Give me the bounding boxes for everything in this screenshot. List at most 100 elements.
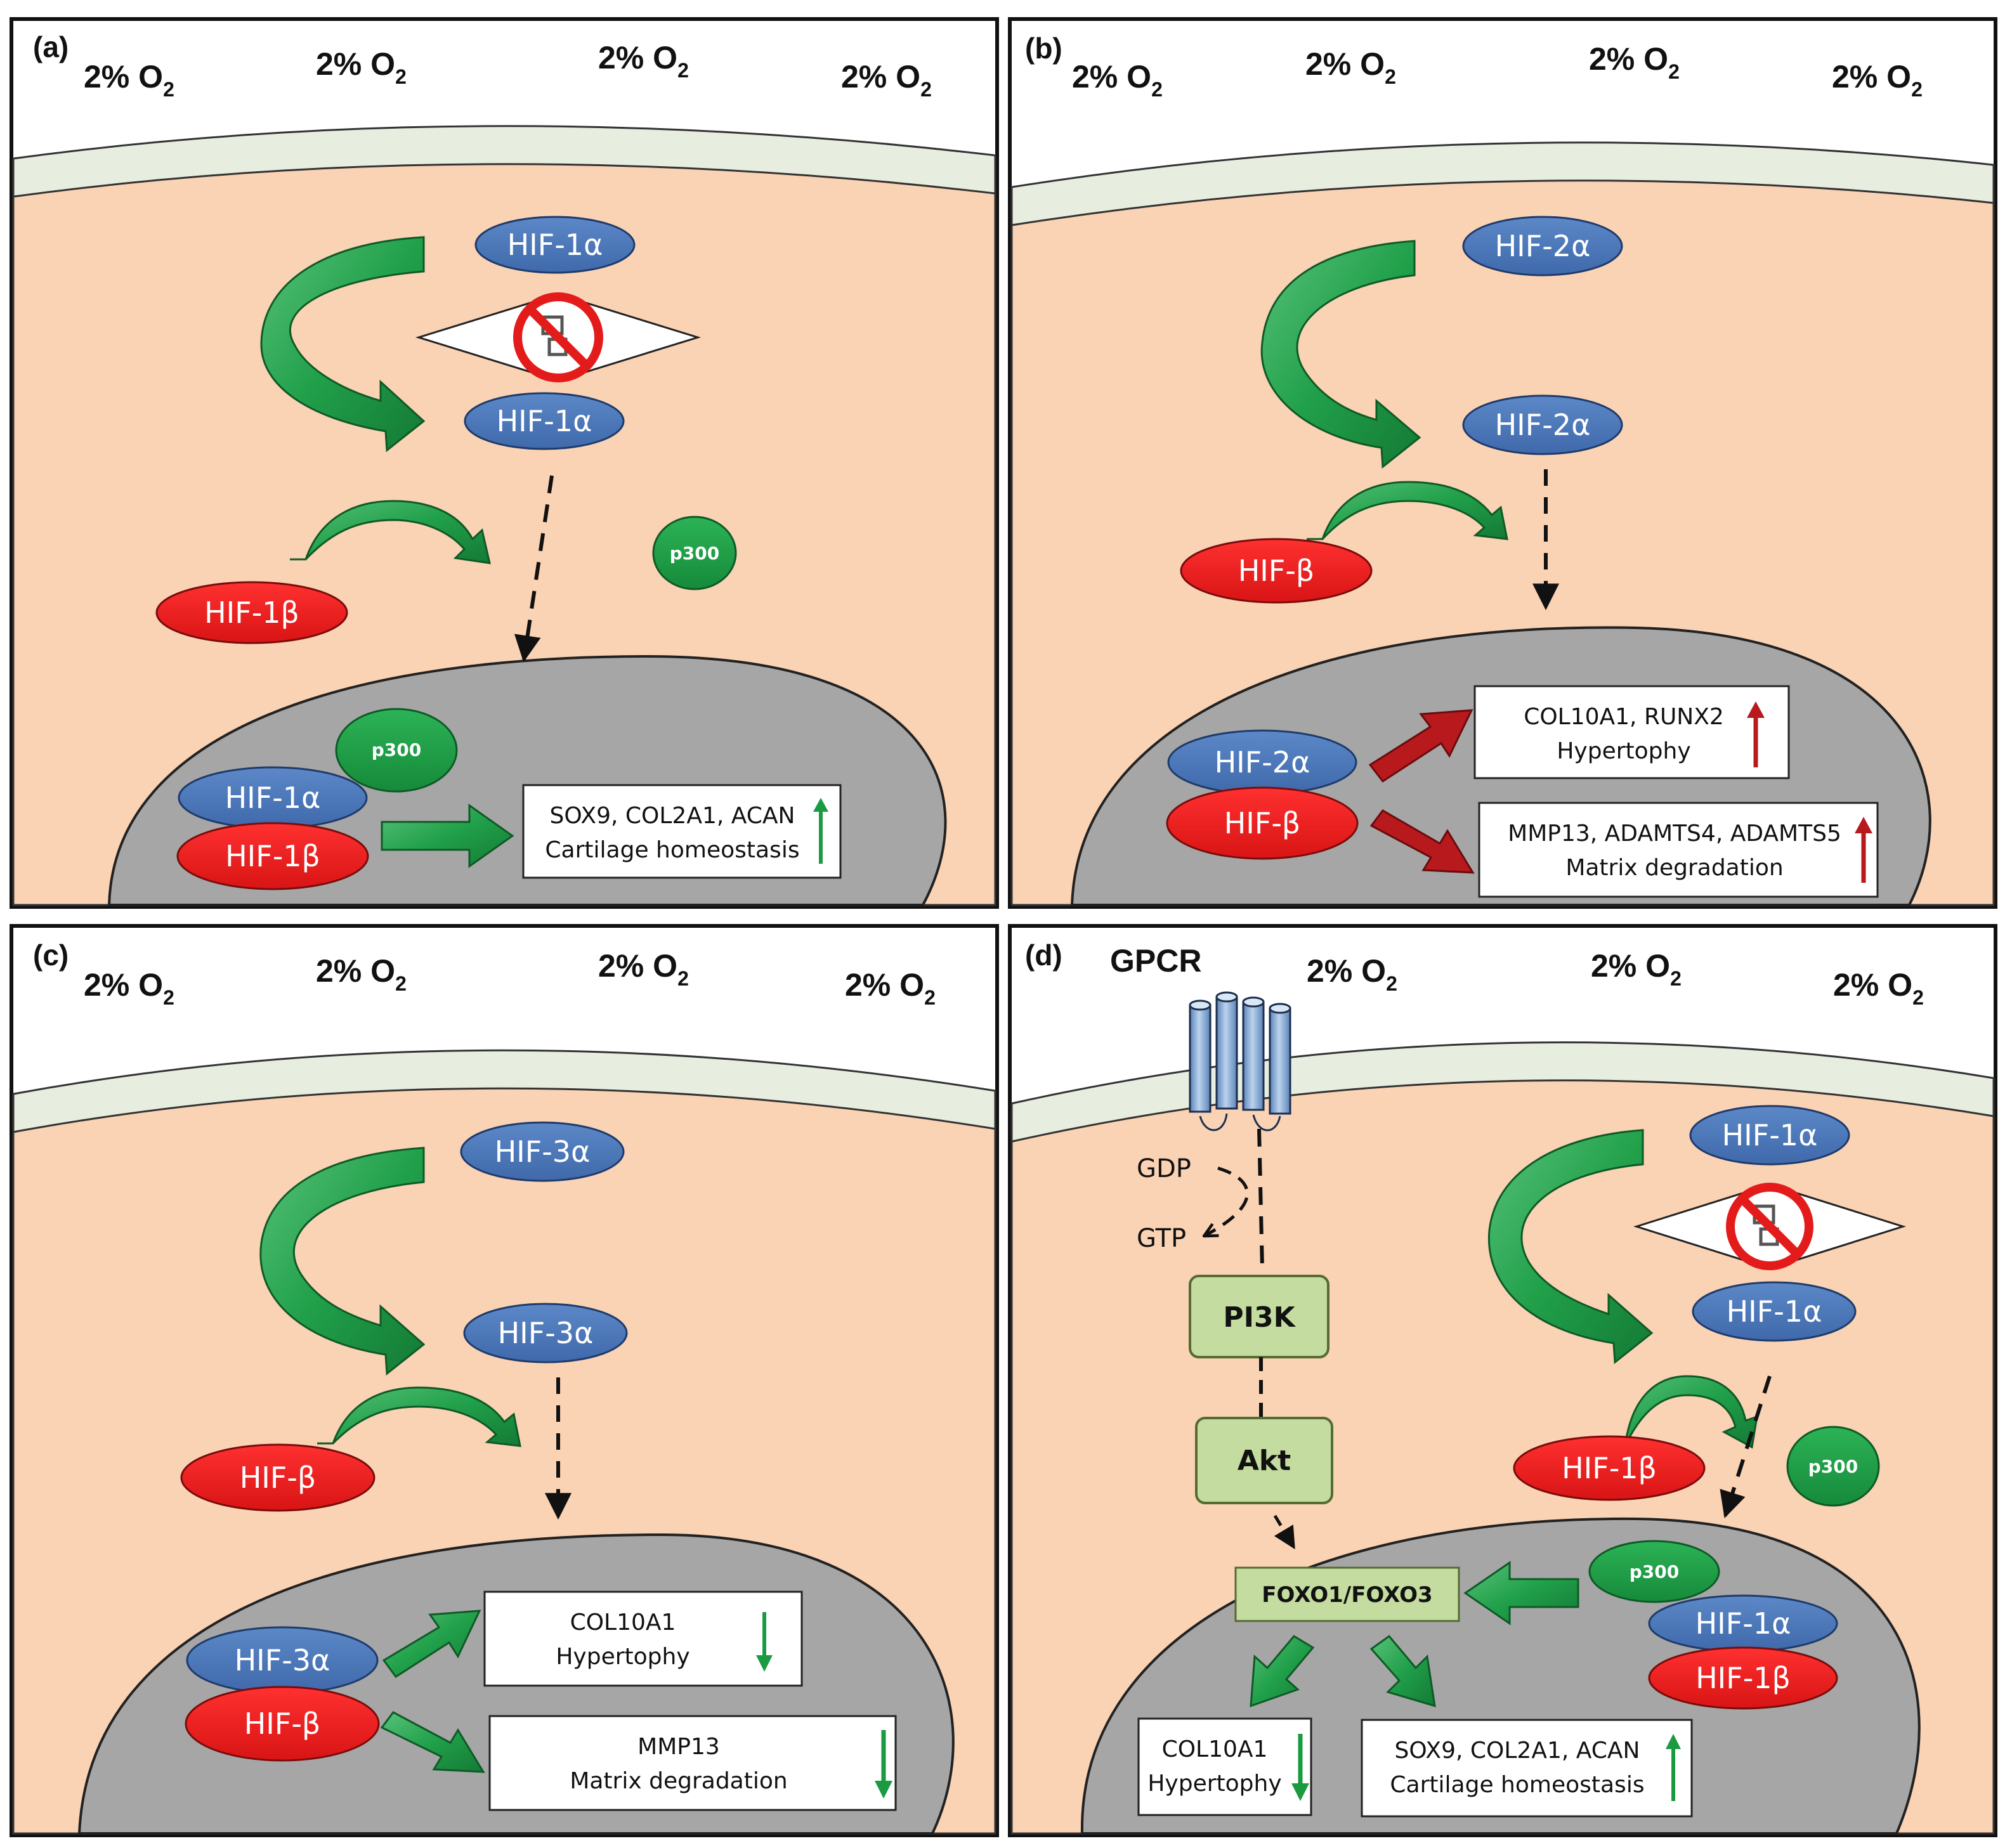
dashed-arrow — [1720, 1376, 1772, 1519]
panel-c: (c) 2% O2 2% O2 2% O2 2% O2 HIF-3α HIF-3… — [10, 924, 999, 1837]
o2-label: 2% O — [1072, 59, 1151, 94]
dashed-signal-line — [1257, 1128, 1264, 1269]
gene-box-2-line1: MMP13 — [637, 1734, 720, 1760]
nuclear-hif-beta-label: HIF-1β — [225, 839, 320, 873]
svg-text:2% O2: 2% O2 — [1307, 953, 1397, 995]
hif-beta — [180, 1443, 376, 1512]
o2-subscript: 2 — [1151, 78, 1163, 101]
o2-subscript: 2 — [163, 986, 174, 1009]
gdp-gtp-exchange-arrow — [1205, 1166, 1249, 1235]
small-curved-arrow — [1307, 481, 1508, 540]
green-block-arrow-down — [380, 1711, 485, 1773]
gene-box-1-line1: COL10A1, RUNX2 — [1524, 704, 1724, 730]
hif-alpha-mid-label: HIF-2α — [1495, 408, 1591, 442]
o2-label: 2% O — [316, 953, 395, 989]
panel-label-a: (a) — [33, 30, 69, 63]
gene-box-2-line2: Matrix degradation — [1565, 855, 1783, 881]
o2-label: 2% O — [84, 59, 163, 94]
gene-box-line2: Cartilage homeostasis — [545, 837, 799, 863]
panel-a: (a) 2% O2 2% O2 2% O2 2% O2 HIF-1α HIF-1… — [10, 17, 999, 909]
svg-text:2% O2: 2% O2 — [316, 953, 407, 995]
gene-box-2-line1: SOX9, COL2A1, ACAN — [1395, 1738, 1640, 1764]
gene-box — [522, 784, 842, 879]
nuclear-hif-beta — [1166, 786, 1359, 860]
nuclear-hif-alpha-label: HIF-1α — [225, 781, 321, 815]
green-block-arrow-up — [382, 1610, 481, 1679]
big-curved-arrow — [1260, 240, 1421, 469]
gene-box-1 — [1473, 685, 1790, 779]
p300-free — [1786, 1426, 1880, 1507]
svg-text:2% O2: 2% O2 — [1833, 967, 1924, 1009]
hif-alpha-top-label: HIF-1α — [1722, 1118, 1818, 1152]
o2-label: 2% O — [1591, 948, 1670, 984]
nuclear-hif-beta-label: HIF-1β — [1695, 1661, 1791, 1695]
dashed-arrow — [1273, 1514, 1296, 1550]
hif-alpha-top-label: HIF-3α — [495, 1135, 591, 1169]
svg-text:2% O2: 2% O2 — [598, 40, 689, 82]
o2-label: 2% O — [1589, 41, 1668, 77]
gene-box-2-line1: MMP13, ADAMTS4, ADAMTS5 — [1508, 821, 1841, 847]
nuclear-hif-alpha-label: HIF-1α — [1695, 1606, 1791, 1641]
nuclear-hif-beta-label: HIF-β — [244, 1707, 321, 1741]
hif-alpha-top — [1462, 216, 1623, 277]
o2-label: 2% O — [84, 967, 163, 1003]
p300-free-label: p300 — [1808, 1456, 1858, 1477]
gene-box-line1: SOX9, COL2A1, ACAN — [550, 803, 795, 829]
svg-text:2% O2: 2% O2 — [1589, 41, 1680, 83]
green-down-arrow-icon — [1291, 1734, 1309, 1801]
o2-label: 2% O — [1305, 46, 1385, 82]
gene-box-2 — [1361, 1719, 1693, 1818]
hif-alpha-mid-label: HIF-3α — [498, 1316, 594, 1350]
hif-alpha-mid — [464, 392, 625, 450]
gene-box-1-line1: COL10A1 — [570, 1610, 676, 1636]
hif-beta-label: HIF-1β — [1562, 1451, 1657, 1485]
small-curved-arrow — [1610, 1375, 1758, 1449]
svg-text:2% O2: 2% O2 — [84, 967, 174, 1009]
gdp-label: GDP — [1137, 1154, 1191, 1183]
svg-text:2% O2: 2% O2 — [1305, 46, 1396, 88]
gene-box-2-line2: Matrix degradation — [570, 1768, 787, 1794]
red-up-arrow-icon — [1855, 817, 1872, 883]
hif-alpha-top — [474, 216, 636, 274]
green-down-arrow-icon — [875, 1730, 892, 1799]
green-block-arrow-down-right — [1369, 1634, 1436, 1708]
o2-label: 2% O — [845, 967, 924, 1003]
o2-subscript: 2 — [1670, 967, 1682, 990]
hif-beta — [155, 581, 348, 644]
nuclear-hif-beta — [1648, 1646, 1838, 1710]
svg-text:2% O2: 2% O2 — [1072, 59, 1163, 101]
hif-beta — [1180, 538, 1373, 604]
p300-free — [652, 516, 737, 590]
hif-alpha-top-label: HIF-2α — [1495, 229, 1591, 263]
svg-text:2% O2: 2% O2 — [1832, 59, 1923, 101]
foxo-box — [1234, 1566, 1460, 1622]
o2-label: 2% O — [598, 40, 677, 75]
svg-text:2% O2: 2% O2 — [845, 967, 936, 1009]
hif-beta — [1513, 1435, 1706, 1501]
panel-b: (b) 2% O2 2% O2 2% O2 2% O2 HIF-2α HIF-2… — [1008, 17, 1997, 909]
gene-box-1-line2: Hypertophy — [1557, 738, 1690, 764]
hif-alpha-mid — [1692, 1281, 1857, 1342]
o2-subscript: 2 — [395, 972, 407, 995]
panel-d: (d) GPCR 2% O2 2% O2 2% O2 GDP GTP PI3K … — [1008, 924, 1997, 1837]
hif-alpha-mid-label: HIF-1α — [497, 404, 592, 438]
green-block-arrow — [381, 804, 514, 868]
foxo-label: FOXO1/FOXO3 — [1262, 1582, 1432, 1608]
big-curved-arrow — [259, 1147, 426, 1376]
hif-beta-label: HIF-1β — [204, 595, 299, 630]
nuclear-hif-beta — [176, 822, 369, 890]
red-block-arrow-up — [1368, 709, 1473, 783]
o2-label: 2% O — [316, 46, 395, 82]
no-degradation-icon — [513, 292, 603, 382]
big-curved-arrow — [260, 236, 426, 452]
hif-alpha-top — [1689, 1105, 1850, 1166]
no-degradation-icon — [1726, 1183, 1813, 1270]
green-block-arrow-down-left — [1250, 1635, 1315, 1708]
gene-box-2 — [1478, 802, 1879, 898]
o2-subscript: 2 — [163, 78, 174, 101]
gene-box-1 — [483, 1591, 803, 1687]
o2-subscript: 2 — [924, 986, 936, 1009]
small-curved-arrow — [290, 500, 491, 564]
o2-subscript: 2 — [1386, 972, 1397, 995]
